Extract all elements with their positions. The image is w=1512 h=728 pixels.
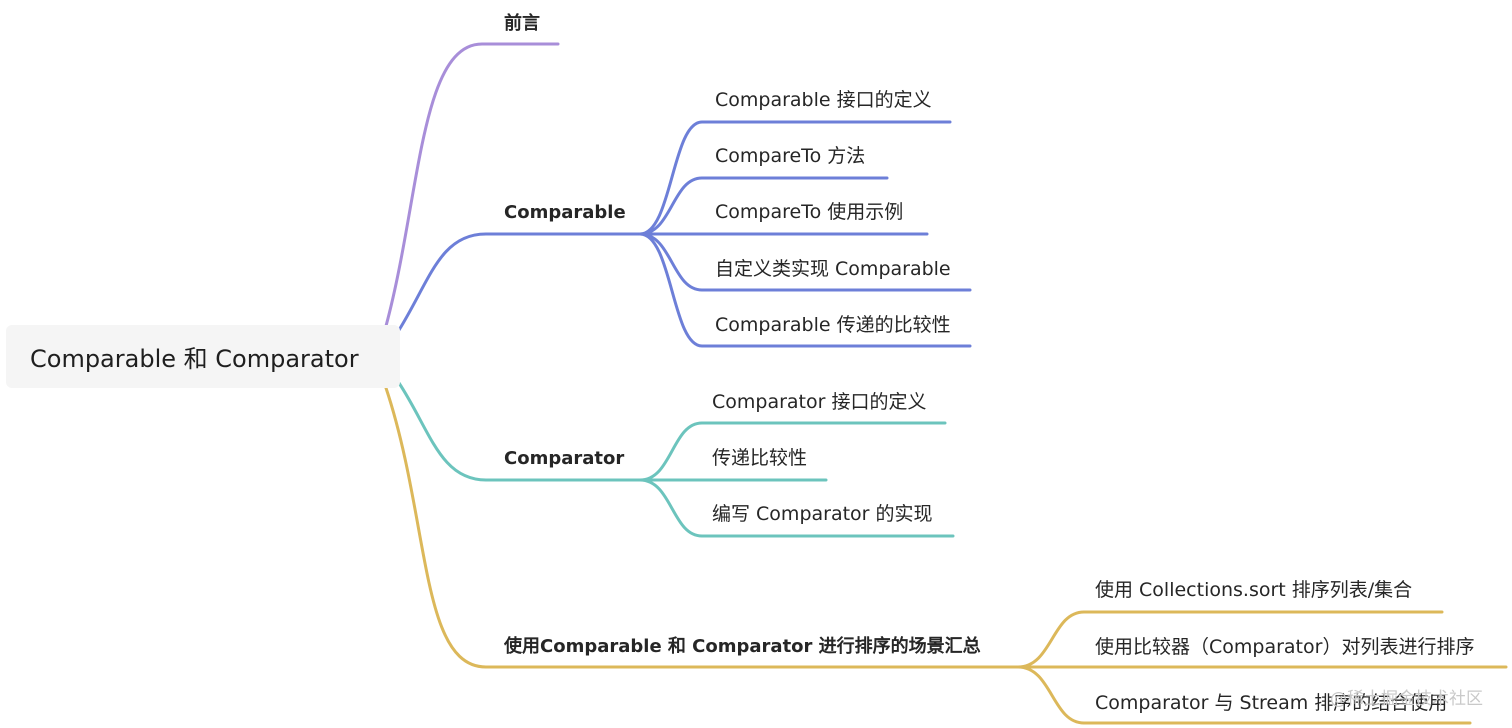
subtopic-comparable-interface-definition[interactable]: Comparable 接口的定义 — [715, 89, 932, 111]
edge-scenarios-1 — [1016, 610, 1444, 669]
subtopic-compareto-example[interactable]: CompareTo 使用示例 — [715, 201, 904, 223]
edge-root-preface — [384, 42, 560, 328]
edge-root-comparator — [397, 381, 642, 482]
subtopic-sort-with-comparator[interactable]: 使用比较器（Comparator）对列表进行排序 — [1095, 636, 1475, 658]
edge-comparable-5 — [638, 232, 972, 348]
subtopic-comparator-interface-definition[interactable]: Comparator 接口的定义 — [712, 391, 927, 413]
edge-comparator-3 — [638, 478, 955, 538]
subtopic-collections-sort[interactable]: 使用 Collections.sort 排序列表/集合 — [1095, 579, 1413, 601]
subtopic-compareto-method[interactable]: CompareTo 方法 — [715, 145, 866, 167]
subtopic-comparable-transitivity[interactable]: Comparable 传递的比较性 — [715, 314, 951, 336]
edge-comparator-1 — [638, 421, 947, 482]
subtopic-comparator-stream[interactable]: Comparator 与 Stream 排序的结合使用 — [1095, 692, 1448, 714]
subtopic-transitive-comparison[interactable]: 传递比较性 — [712, 447, 808, 469]
edge-comparable-1 — [638, 120, 952, 236]
topic-comparator[interactable]: Comparator — [504, 448, 625, 469]
edge-root-scenarios — [384, 386, 1020, 669]
watermark: @稀土掘金技术社区 — [1330, 689, 1483, 709]
edge-comparable-2 — [638, 176, 889, 236]
subtopic-custom-class-comparable[interactable]: 自定义类实现 Comparable — [715, 258, 951, 280]
topic-comparable[interactable]: Comparable — [504, 202, 626, 223]
edge-root-comparable — [397, 232, 642, 332]
edge-scenarios-3 — [1016, 665, 1472, 725]
subtopic-write-comparator[interactable]: 编写 Comparator 的实现 — [712, 503, 933, 525]
root-topic-label: Comparable 和 Comparator — [30, 345, 359, 373]
root-topic[interactable]: Comparable 和 Comparator — [6, 325, 400, 388]
topic-sorting-scenarios[interactable]: 使用Comparable 和 Comparator 进行排序的场景汇总 — [504, 636, 981, 657]
topic-preface[interactable]: 前言 — [504, 13, 540, 34]
